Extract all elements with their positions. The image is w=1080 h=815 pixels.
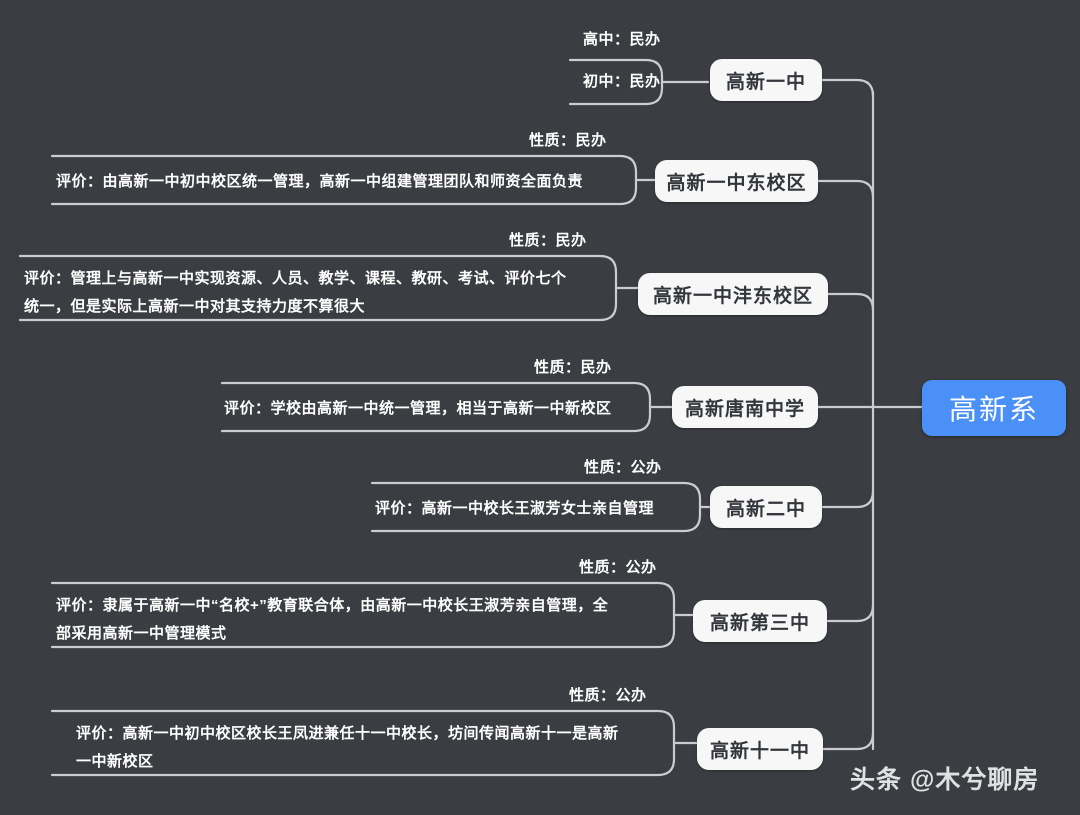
branch-nature-label-0-senior: 高中：民办 [583,31,661,48]
branch-bracket-3 [220,381,682,433]
root-node-gaoxinxi[interactable]: 高新系 [922,380,1066,436]
branch-review-5: 评价：隶属于高新一中“名校+”教育联合体，由高新一中校长王淑芳亲自管理，全 部采… [56,592,666,648]
school-node-gaoxin-yizhong-fengdong[interactable]: 高新一中沣东校区 [638,273,828,315]
branch-review-6-line-1: 一中新校区 [76,753,154,770]
branch-review-2-line-0: 评价：管理上与高新一中实现资源、人员、教学、课程、教研、考试、评价七个 [24,270,567,287]
watermark: 头条 @木兮聊房 [850,766,1040,794]
branch-nature-label-5: 性质：公办 [579,559,657,576]
branch-nature-label-1: 性质：民办 [529,132,607,149]
branch-bracket-0 [568,58,710,106]
branch-nature-label-2: 性质：民办 [509,232,587,249]
school-node-gaoxin-yizhong[interactable]: 高新一中 [710,59,822,101]
branch-review-6-line-0: 评价：高新一中初中校区校长王凤进兼任十一中校长，坊间传闻高新十一是高新 [76,725,619,742]
school-node-gaoxin-disanzhong[interactable]: 高新第三中 [693,600,827,642]
branch-nature-label-4: 性质：公办 [584,459,662,476]
branch-bracket-4 [370,481,732,533]
school-node-gaoxin-erzhong[interactable]: 高新二中 [710,486,822,528]
branch-review-2-line-1: 统一，但是实际上高新一中对其支持力度不算很大 [24,298,366,315]
branch-review-1: 评价：由高新一中初中校区统一管理，高新一中组建管理团队和师资全面负责 [56,173,584,190]
branch-bracket-6 [50,709,702,777]
branch-review-5-line-0: 评价：隶属于高新一中“名校+”教育联合体，由高新一中校长王淑芳亲自管理，全 [56,597,609,614]
branch-review-3: 评价：学校由高新一中统一管理，相当于高新一中新校区 [224,400,612,417]
branch-review-6: 评价：高新一中初中校区校长王凤进兼任十一中校长，坊间传闻高新十一是高新 一中新校… [76,720,666,776]
branch-bracket-1 [50,154,682,206]
branch-review-2: 评价：管理上与高新一中实现资源、人员、教学、课程、教研、考试、评价七个 统一，但… [24,265,604,321]
school-node-gaoxin-tangnan[interactable]: 高新唐南中学 [672,386,818,428]
branch-review-5-line-1: 部采用高新一中管理模式 [56,625,227,642]
branch-nature-label-0-junior: 初中：民办 [583,73,661,90]
branch-nature-label-6: 性质：公办 [569,687,647,704]
branch-nature-label-3: 性质：民办 [534,359,612,376]
branch-review-4: 评价：高新一中校长王淑芳女士亲自管理 [375,500,655,517]
school-node-gaoxin-shiyizhong[interactable]: 高新十一中 [697,728,823,770]
school-node-gaoxin-yizhong-dong[interactable]: 高新一中东校区 [655,160,818,202]
